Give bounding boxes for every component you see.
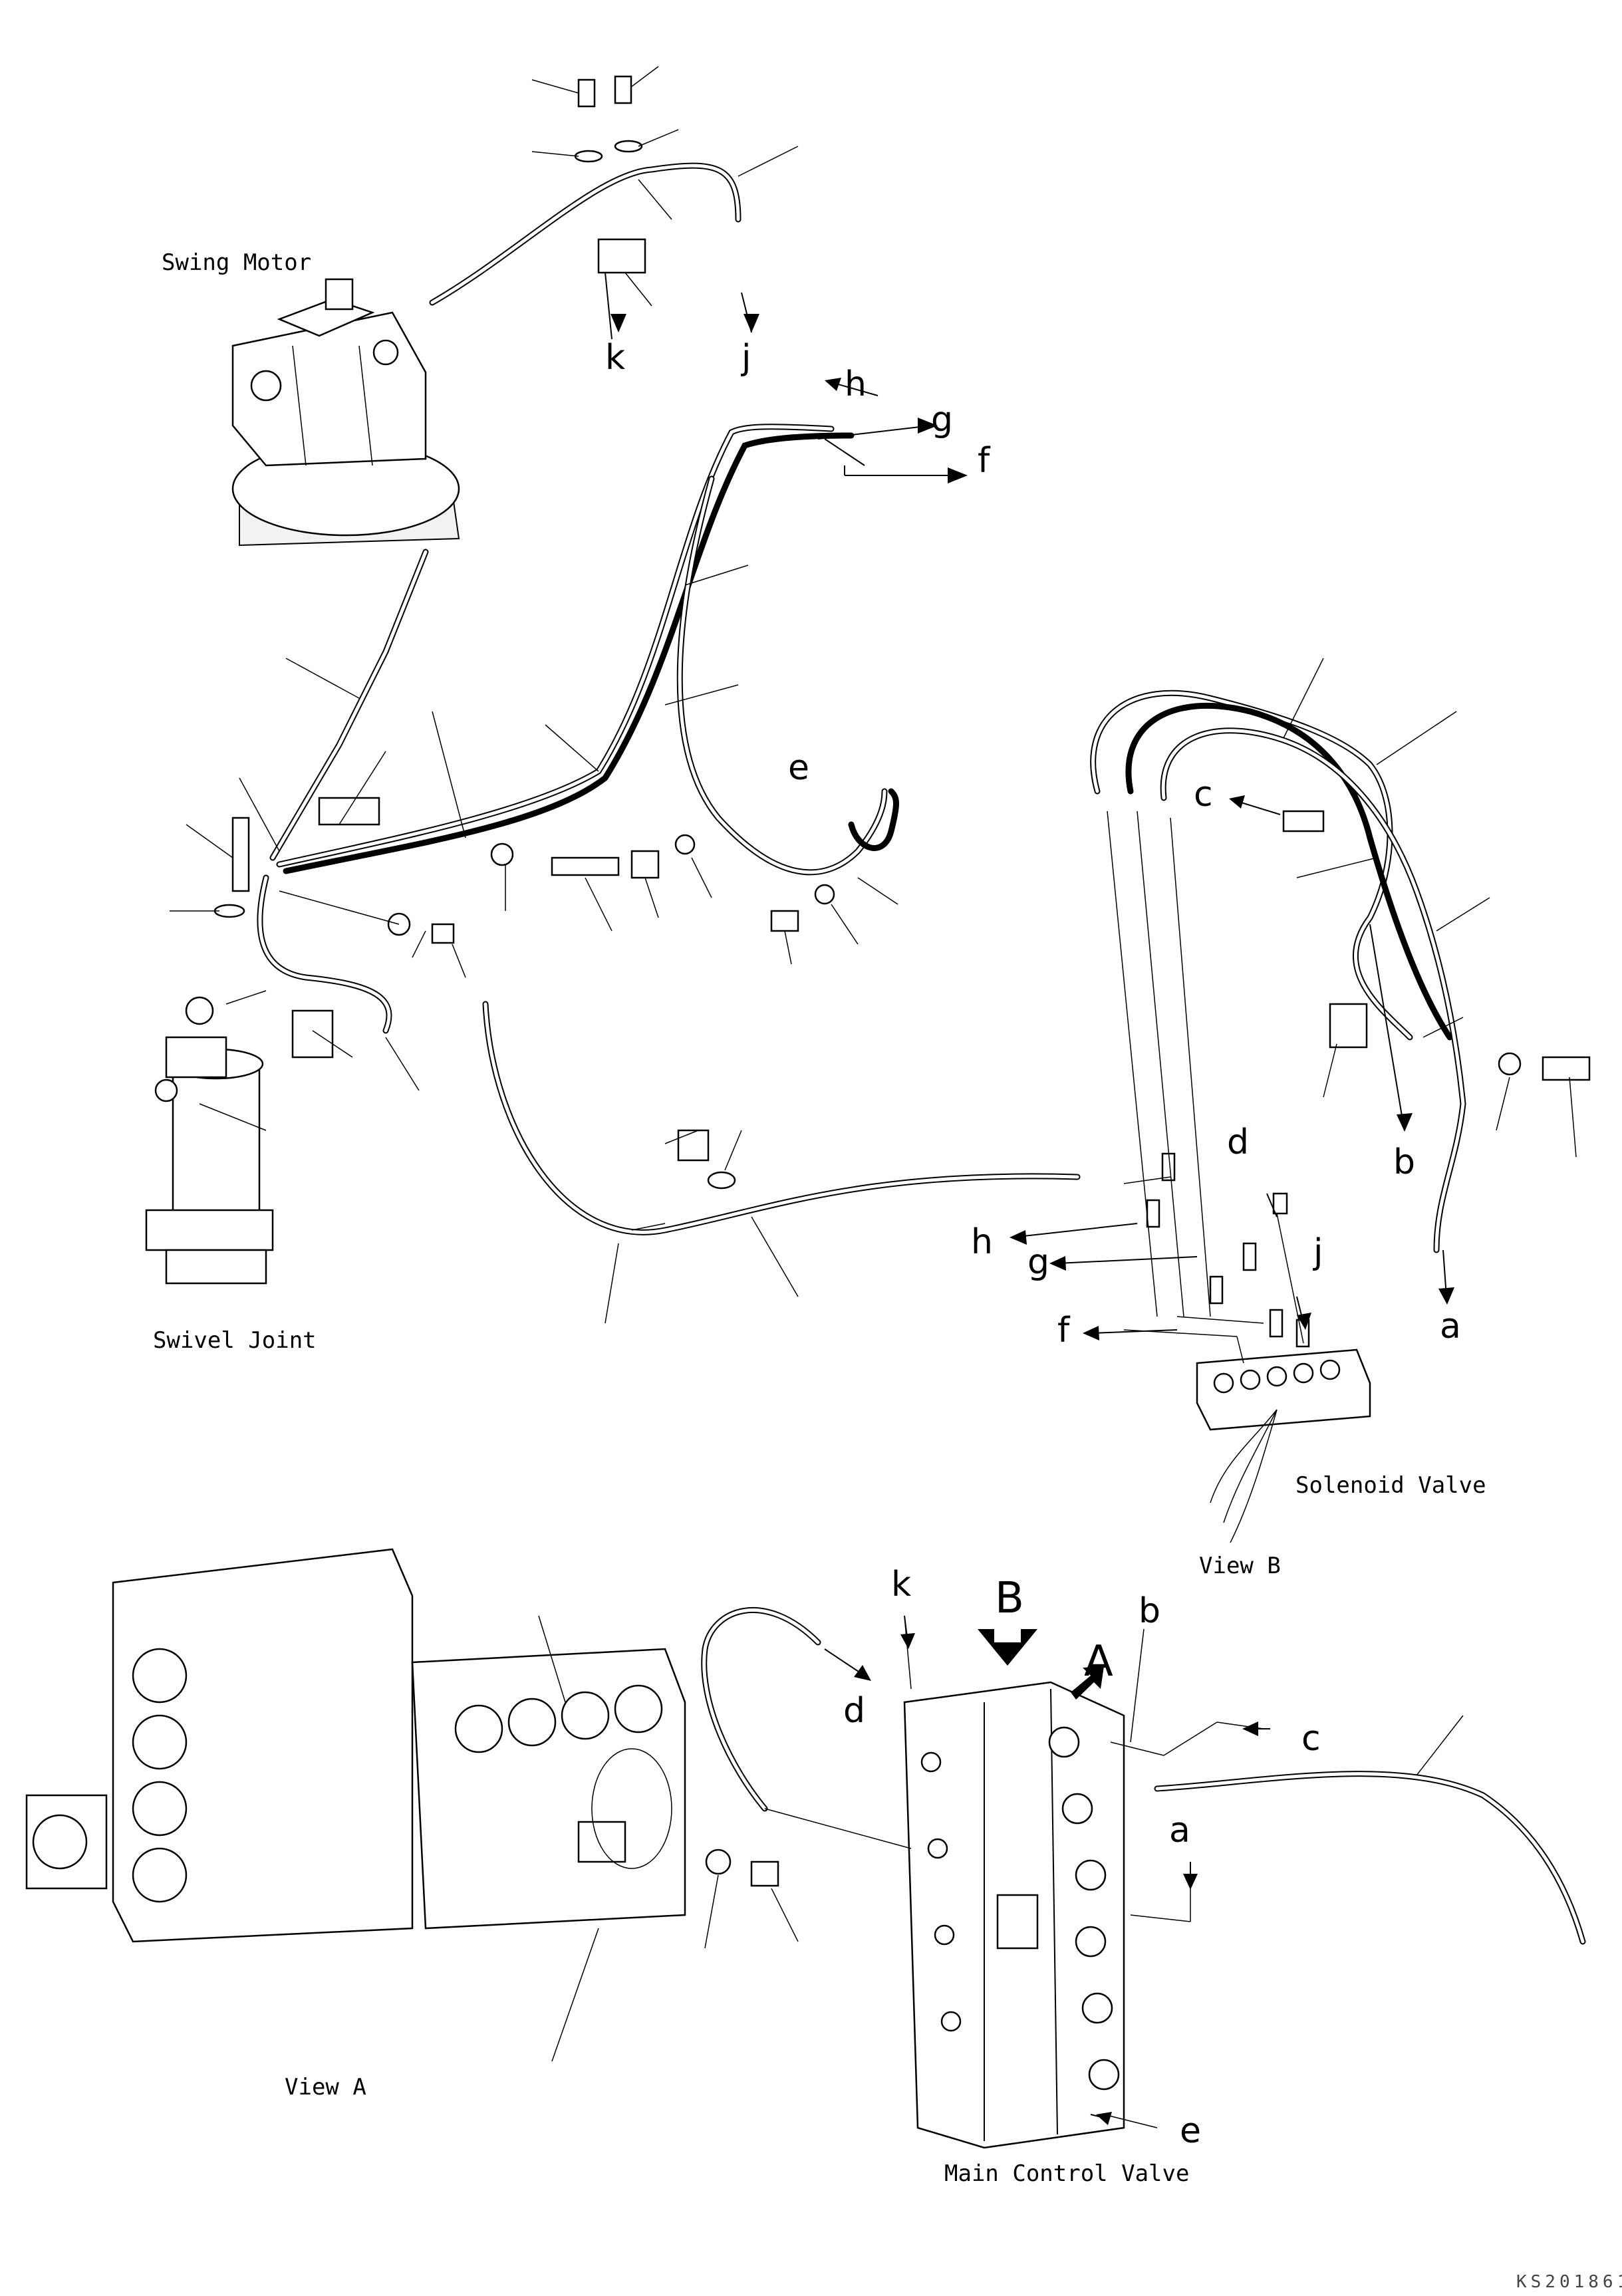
letter-b-mcv: b xyxy=(1139,1591,1160,1631)
solenoid-valve-label: Solenoid Valve xyxy=(1295,1472,1486,1499)
arrows xyxy=(610,314,1454,2125)
drawing-number: KS201861 xyxy=(1516,2272,1622,2292)
letter-f-solenoid: f xyxy=(1057,1311,1071,1350)
leader-lines xyxy=(170,66,1577,2128)
view-b-label: View B xyxy=(1199,1553,1281,1579)
view-marker-b: B xyxy=(995,1574,1024,1623)
letter-h-top: h xyxy=(845,364,867,404)
letter-k-top: k xyxy=(605,338,625,378)
letter-e-mcv: e xyxy=(1180,2111,1201,2151)
letter-g-top: g xyxy=(931,400,953,440)
main-control-valve xyxy=(903,1681,1125,2149)
swing-motor-label: Swing Motor xyxy=(162,249,311,276)
swivel-joint-label: Swivel Joint xyxy=(153,1327,317,1354)
letter-j-top: j xyxy=(741,338,751,378)
view-marker-a: A xyxy=(1084,1637,1113,1686)
letter-a-right: a xyxy=(1440,1307,1461,1346)
view-a-label: View A xyxy=(285,2074,366,2101)
view-a-valve-assembly xyxy=(25,1548,686,1943)
letter-a-mcv: a xyxy=(1169,1811,1190,1850)
swing-motor xyxy=(231,278,460,547)
letter-b-right: b xyxy=(1393,1142,1415,1182)
letter-e-top: e xyxy=(788,748,809,788)
swivel-joint xyxy=(145,996,274,1285)
letter-c-mcv: c xyxy=(1301,1719,1321,1759)
letter-c-top: c xyxy=(1194,775,1213,815)
main-control-valve-label: Main Control Valve xyxy=(944,2160,1189,2187)
letter-f-top: f xyxy=(978,441,991,481)
solenoid-valve xyxy=(1196,1348,1371,1543)
fasteners xyxy=(213,75,1591,1887)
letter-k-mcv: k xyxy=(891,1565,911,1604)
letter-d-solenoid: d xyxy=(1227,1122,1249,1162)
letter-j-solenoid: j xyxy=(1313,1232,1323,1272)
hose-lines xyxy=(257,162,1586,1945)
letter-g-solenoid: g xyxy=(1027,1242,1049,1282)
letter-d-mcv: d xyxy=(843,1691,865,1731)
letter-h-solenoid: h xyxy=(971,1222,993,1262)
